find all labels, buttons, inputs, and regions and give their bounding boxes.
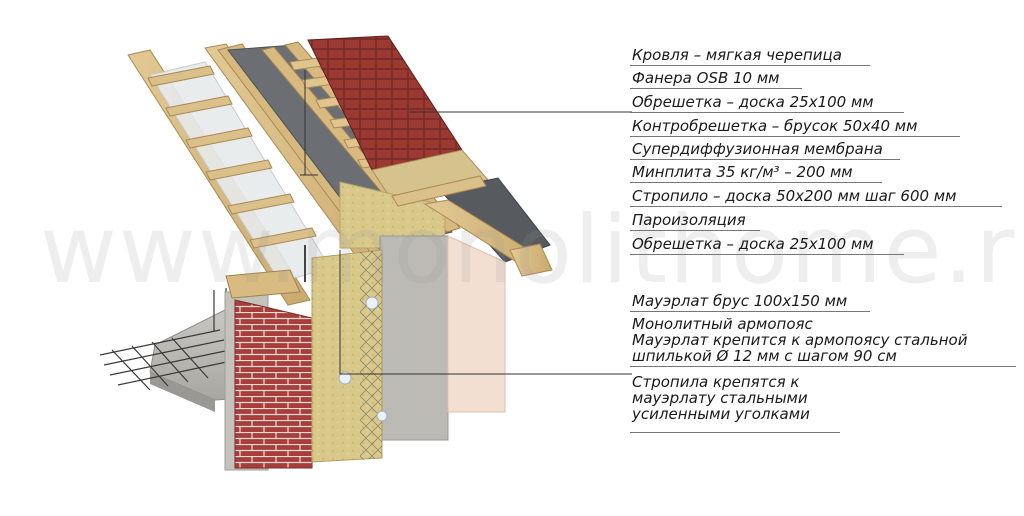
label-osb: Фанера OSB 10 мм — [632, 69, 780, 87]
mineral-wool-insulation — [339, 181, 446, 249]
wall-insulation — [311, 249, 388, 463]
leader-lines — [300, 70, 632, 375]
mauerlat-beam — [225, 269, 301, 299]
label-rafter-fixing-1: Стропила крепятся к — [632, 373, 800, 391]
underline — [630, 182, 882, 183]
label-mineral-wool: Минплита 35 кг/м³ – 200 мм — [632, 163, 853, 181]
label-rafter-fixing-3: усиленными уголками — [632, 405, 810, 423]
label-mauerlat: Мауэрлат брус 100х150 мм — [632, 292, 848, 310]
label-battens: Обрешетка – доска 25х100 мм — [632, 93, 874, 111]
label-vapour-barrier: Пароизоляция — [632, 211, 746, 229]
label-soft-tile: Кровля – мягкая черепица — [632, 46, 842, 64]
underline — [630, 206, 1002, 207]
underline — [630, 230, 760, 231]
inner-battens — [147, 65, 317, 249]
underline — [630, 254, 904, 255]
eave-board — [391, 175, 487, 207]
underline — [630, 88, 802, 89]
underline — [630, 112, 904, 113]
label-mauerlat-fixing: Мауэрлат крепится к армопоясу стальной — [632, 331, 968, 349]
underline — [630, 311, 870, 312]
rafters-right — [423, 199, 553, 277]
label-counter-battens: Контробрешетка – брусок 50х40 мм — [632, 117, 918, 135]
brick-facing-wall — [234, 299, 313, 469]
label-rafter-fixing-2: мауэрлату стальными — [632, 389, 808, 407]
underline — [630, 136, 960, 137]
label-membrane: Супердиффузионная мембрана — [632, 140, 883, 158]
label-rafter: Стропило – доска 50х200 мм шаг 600 мм — [632, 187, 957, 205]
underline — [630, 432, 840, 433]
underline — [630, 65, 870, 66]
label-monolithic-belt: Монолитный армопояс — [632, 315, 813, 333]
underline — [630, 366, 1016, 367]
label-stud-spacing: шпилькой Ø 12 мм с шагом 90 см — [632, 347, 897, 365]
watermark-text: www.monolithome.ru — [40, 196, 1024, 305]
underline — [630, 159, 900, 160]
label-inner-battens: Обрешетка – доска 25х100 мм — [632, 235, 874, 253]
plaster-facade — [447, 235, 506, 413]
